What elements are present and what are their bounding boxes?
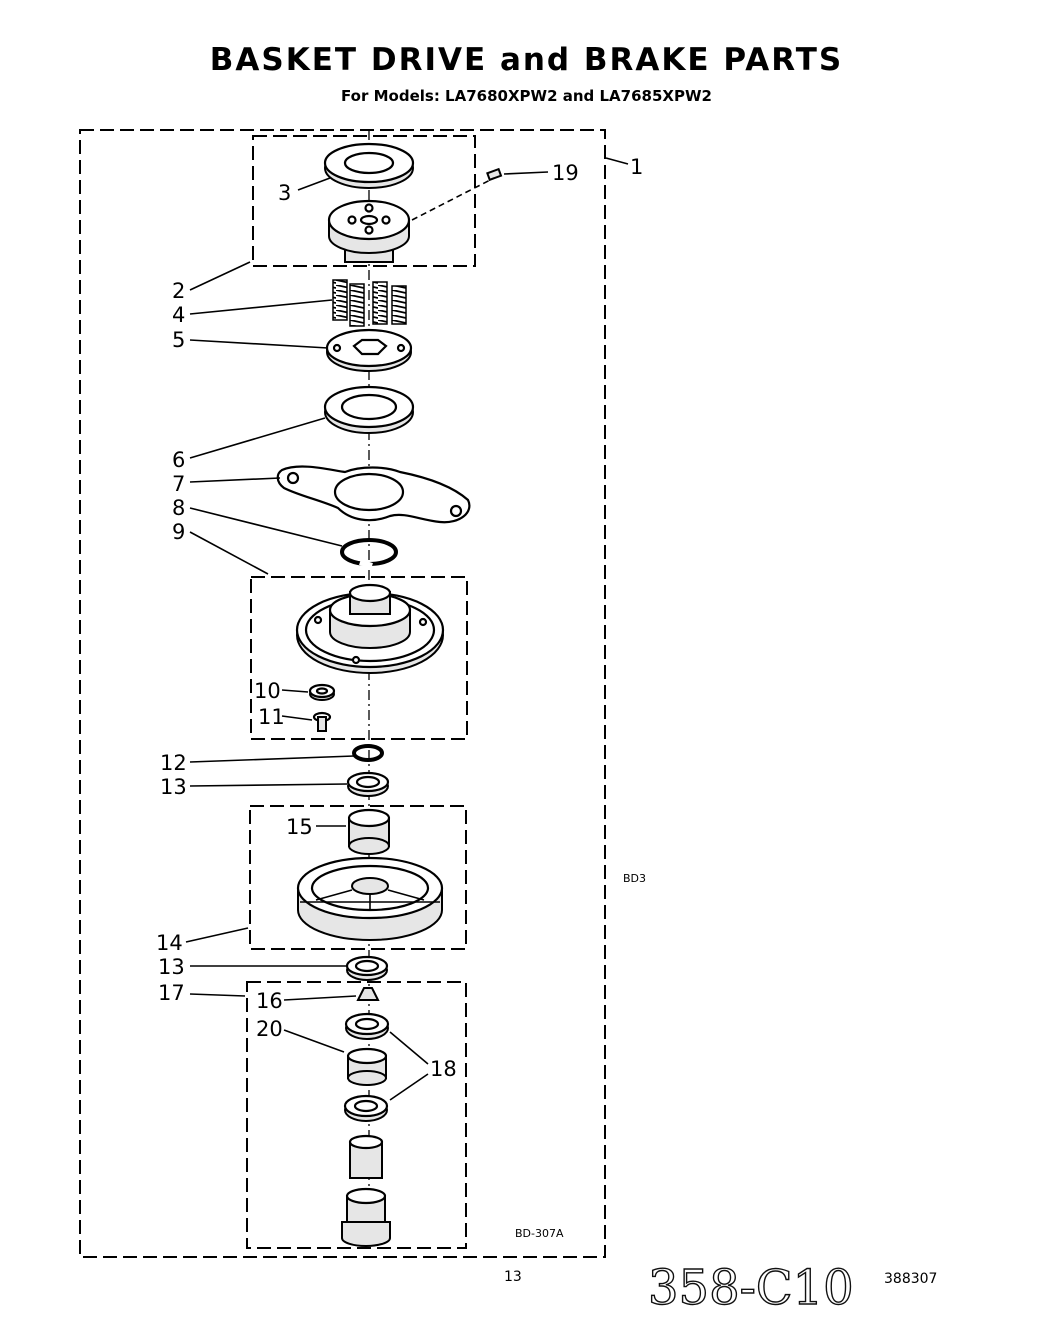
part-14-pulley [296,856,444,941]
callout-20: 20 [256,1017,283,1041]
part-7-brake-plate [276,465,471,524]
part-19-pin [486,167,503,182]
callout-7: 7 [172,472,185,496]
callout-13-upper: 13 [160,775,187,799]
part-5-plate [325,328,413,372]
part-8-retaining-ring [340,538,398,569]
part-13-bearing-lower [345,955,389,981]
callout-8: 8 [172,496,185,520]
leader-lines [185,157,629,1101]
part-2-drive-hub [327,199,411,263]
part-18-seal-upper [344,1012,390,1040]
part-15-bushing [347,808,391,855]
part-12-ring [352,744,384,762]
assembly-outer-box [79,129,606,1258]
part-20-sleeve [346,1047,388,1086]
callout-5: 5 [172,328,185,352]
callout-4: 4 [172,303,185,327]
page-number: 13 [504,1269,522,1285]
part-4-springs [332,279,407,327]
part-9-brake-housing [295,583,445,674]
callout-10: 10 [254,679,281,703]
lower-shaft-base [341,1187,391,1247]
part-13-bearing-upper [346,771,390,797]
part-11-screw [312,711,332,732]
subassembly-box-9 [250,576,468,740]
part-18-seal-lower [343,1094,389,1122]
handwritten-note: 358-C10 [648,1260,854,1316]
callout-2: 2 [172,279,185,303]
callout-11: 11 [258,705,285,729]
callout-16: 16 [256,989,283,1013]
drawing-code: BD-307A [515,1227,564,1240]
callout-9: 9 [172,520,185,544]
subassembly-box-14 [249,805,467,950]
callout-1: 1 [630,155,643,179]
callout-17: 17 [158,981,185,1005]
subassembly-box-2 [252,135,476,267]
callout-13-lower: 13 [158,955,185,979]
side-code: BD3 [623,872,646,885]
callout-15: 15 [286,815,313,839]
page-title: BASKET DRIVE and BRAKE PARTS [209,42,844,78]
callout-6: 6 [172,448,185,472]
subassembly-box-17 [246,981,467,1249]
callout-14: 14 [156,931,183,955]
part-3-washer [323,142,415,189]
lower-shaft-sleeve [348,1134,384,1179]
part-6-washer [323,385,415,434]
part-16-cap [356,987,380,1001]
pin-dash-line [411,177,495,221]
callout-18: 18 [430,1057,457,1081]
callout-3: 3 [278,181,291,205]
document-number: 388307 [884,1271,937,1287]
callout-19: 19 [552,161,579,185]
callout-12: 12 [160,751,187,775]
part-10-nut [308,683,336,701]
model-subtitle: For Models: LA7680XPW2 and LA7685XPW2 [341,87,712,105]
